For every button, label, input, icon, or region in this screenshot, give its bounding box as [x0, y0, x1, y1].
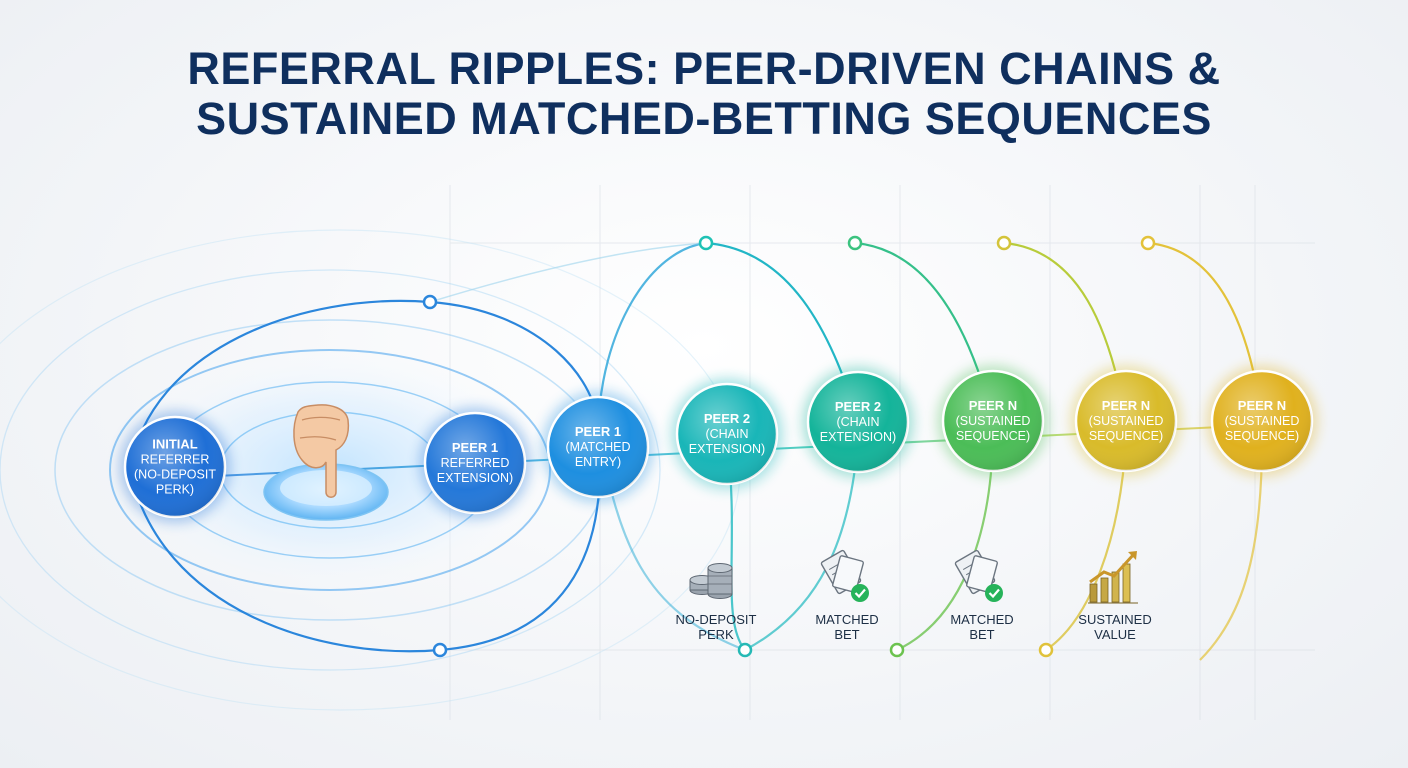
node-label-line: PEER 2 — [835, 399, 881, 414]
page-title: REFERRAL RIPPLES: PEER-DRIVEN CHAINS & S… — [0, 44, 1408, 144]
node-shade — [943, 371, 1043, 471]
title-line-2: SUSTAINED MATCHED-BETTING SEQUENCES — [196, 93, 1212, 144]
rail-dot — [432, 642, 448, 658]
node-label-line: (SUSTAINED — [956, 414, 1031, 428]
caption-line: MATCHED — [815, 612, 878, 627]
caption-line: MATCHED — [950, 612, 1013, 627]
node-label-line: PEER 1 — [452, 440, 498, 455]
node-label-line: (CHAIN — [705, 427, 748, 441]
node-shade — [1076, 371, 1176, 471]
node-label-line: REFERRER — [141, 453, 210, 467]
node-label-line: PEER N — [1238, 398, 1286, 413]
node-label-line: REFERRED — [441, 456, 510, 470]
rail-dot — [1140, 235, 1156, 251]
node-shade — [808, 372, 908, 472]
coin-stack-icon — [689, 563, 733, 599]
node-label-line: ENTRY) — [575, 455, 621, 469]
rail-dot — [1038, 642, 1054, 658]
node-label-line: (SUSTAINED — [1089, 414, 1164, 428]
title-line-1: REFERRAL RIPPLES: PEER-DRIVEN CHAINS & — [187, 43, 1221, 94]
rail-dot — [847, 235, 863, 251]
node-label-line: PEER N — [1102, 398, 1150, 413]
node-label-line: PEER 1 — [575, 424, 621, 439]
node-label-line: SEQUENCE) — [1225, 429, 1299, 443]
bet-slip-check-icon — [820, 549, 869, 602]
caption-line: BET — [969, 627, 994, 642]
node-label-line: (CHAIN — [836, 415, 879, 429]
caption-line: NO-DEPOSIT — [676, 612, 757, 627]
node-label-line: SEQUENCE) — [956, 429, 1030, 443]
bet-slip-check-icon — [954, 549, 1003, 602]
rail-dot — [737, 642, 753, 658]
node-label-line: (MATCHED — [565, 440, 630, 454]
node-label-line: PERK) — [156, 483, 194, 497]
node-label-line: SEQUENCE) — [1089, 429, 1163, 443]
node-shade — [125, 417, 225, 517]
pointing-hand-icon — [293, 404, 350, 498]
node-shade — [1212, 371, 1312, 471]
node-label-line: INITIAL — [152, 437, 198, 452]
rail-dot — [698, 235, 714, 251]
node-label-line: EXTENSION) — [820, 430, 896, 444]
rail-dot — [422, 294, 438, 310]
rail-dot — [889, 642, 905, 658]
node-label-line: EXTENSION) — [437, 471, 513, 485]
node-label-line: PEER 2 — [704, 411, 750, 426]
caption-line: VALUE — [1094, 627, 1136, 642]
caption-line: BET — [834, 627, 859, 642]
node-label-line: (SUSTAINED — [1225, 414, 1300, 428]
node-label-line: (NO-DEPOSIT — [134, 468, 216, 482]
node-label-line: PEER N — [969, 398, 1017, 413]
node-shade — [548, 397, 648, 497]
node-shade — [425, 413, 525, 513]
rail-dots — [422, 235, 1156, 658]
node-shade — [677, 384, 777, 484]
caption-line: PERK — [698, 627, 734, 642]
caption-line: SUSTAINED — [1078, 612, 1151, 627]
growth-chart-icon — [1088, 551, 1138, 604]
rail-dot — [996, 235, 1012, 251]
node-label-line: EXTENSION) — [689, 442, 765, 456]
